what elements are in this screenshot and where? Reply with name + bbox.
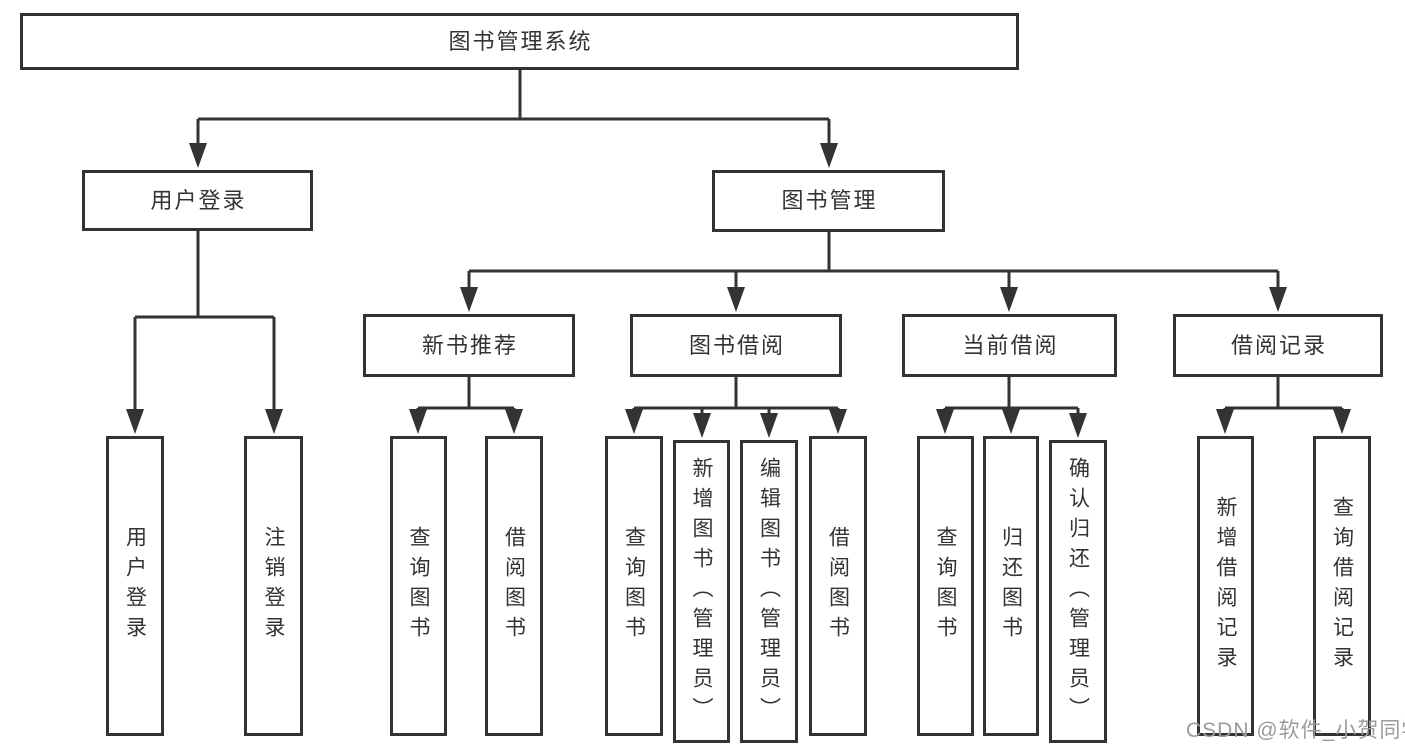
node-book-borrowing: 图书借阅 xyxy=(630,314,842,377)
node-root-library-system: 图书管理系统 xyxy=(20,13,1019,70)
node-new-book-recommend: 新书推荐 xyxy=(363,314,575,377)
node-current-borrowing: 当前借阅 xyxy=(902,314,1117,377)
node-borrowing-records: 借阅记录 xyxy=(1173,314,1383,377)
leaf-current-confirm-return-admin: 确认归还（管理员） xyxy=(1049,440,1107,743)
leaf-newbooks-borrow-books: 借阅图书 xyxy=(485,436,543,736)
leaf-logout: 注销登录 xyxy=(244,436,303,736)
arrowheads xyxy=(126,143,1351,438)
leaf-borrow-query-books: 查询图书 xyxy=(605,436,663,736)
leaf-newbooks-query-books: 查询图书 xyxy=(390,436,447,736)
leaf-current-query-books: 查询图书 xyxy=(917,436,974,736)
leaf-borrow-add-books-admin: 新增图书（管理员） xyxy=(673,440,730,743)
leaf-current-return-books: 归还图书 xyxy=(983,436,1039,736)
leaf-records-add-record: 新增借阅记录 xyxy=(1197,436,1254,736)
csdn-watermark: CSDN @软件_小贺同学 xyxy=(1186,719,1405,742)
node-book-management: 图书管理 xyxy=(712,170,945,232)
leaf-borrow-edit-books-admin: 编辑图书（管理员） xyxy=(740,440,798,743)
leaf-records-query-record: 查询借阅记录 xyxy=(1313,436,1371,736)
leaf-user-login: 用户登录 xyxy=(106,436,164,736)
node-user-login: 用户登录 xyxy=(82,170,313,231)
leaf-borrow-borrow-books: 借阅图书 xyxy=(809,436,867,736)
